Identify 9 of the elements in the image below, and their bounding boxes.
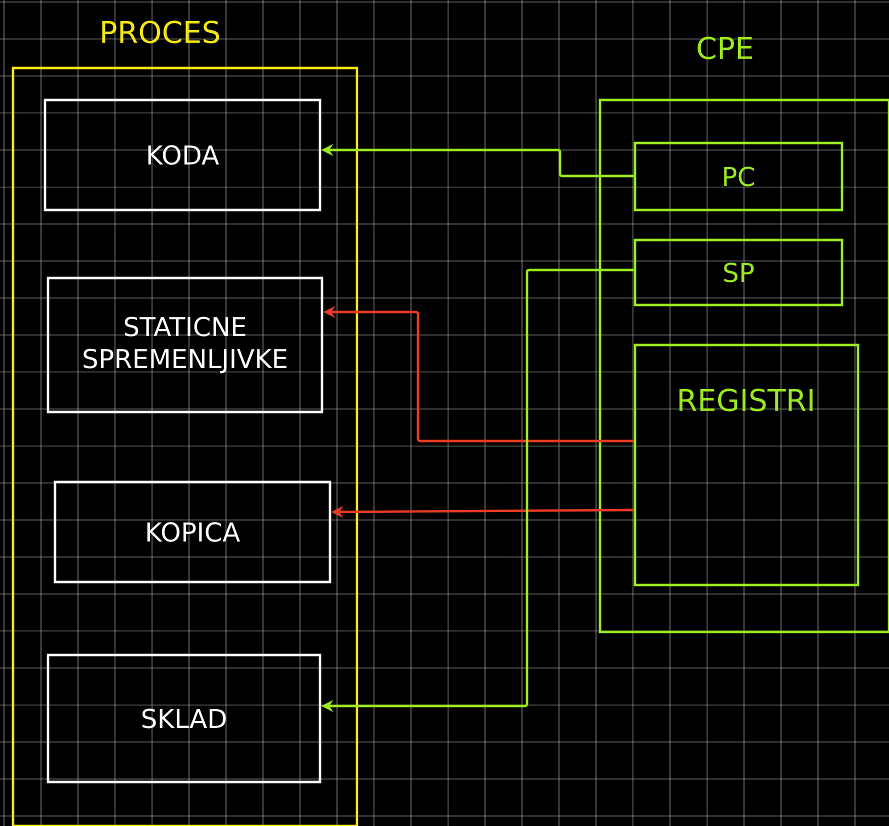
node-label: PROCES: [102, 20, 220, 44]
memory-box: SKLAD: [46, 654, 322, 784]
memory-box: KODA: [44, 98, 322, 212]
register-box: SP: [634, 238, 844, 306]
memory-box: STATICNE SPREMENLJIVKE: [46, 276, 324, 414]
register-box: REGISTRI: [634, 344, 860, 586]
register-box: PC: [634, 142, 844, 212]
memory-box: KOPICA: [54, 480, 332, 584]
node-label: CPE: [698, 36, 752, 60]
